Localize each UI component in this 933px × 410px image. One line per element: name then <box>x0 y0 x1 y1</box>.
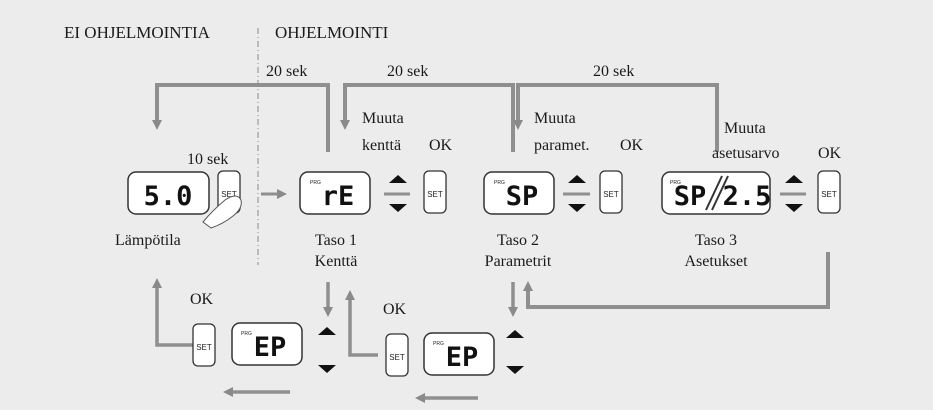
up-down-icon-2[interactable] <box>563 175 590 212</box>
action-kentta: kenttä <box>362 137 401 154</box>
label-level3: Taso 3 <box>695 232 737 249</box>
display-EP-1: PRG EP <box>231 322 303 366</box>
prg-mark: PRG <box>310 180 321 186</box>
svg-text:PRG: PRG <box>494 180 505 186</box>
display-EP-value-2: EP <box>446 342 479 373</box>
action-muuta-2: Muuta <box>534 110 576 127</box>
set-button-bottom-2[interactable]: SET <box>385 333 409 377</box>
timer-20s-1: 20 sek <box>266 63 307 80</box>
return-arrow-level3 <box>523 252 830 309</box>
timer-10s: 10 sek <box>187 151 228 168</box>
timeout-arrows <box>152 83 719 152</box>
timeout-arrow-level3 <box>513 83 719 152</box>
timeout-arrow-level1 <box>152 83 330 152</box>
timer-20s-3: 20 sek <box>593 63 634 80</box>
up-down-icon-5[interactable] <box>506 330 524 374</box>
action-paramet: paramet. <box>534 137 590 154</box>
ok-label-2: OK <box>620 137 644 154</box>
ok-label-3: OK <box>818 145 842 162</box>
label-field: Kenttä <box>315 253 358 270</box>
label-parameters: Parametrit <box>485 253 552 270</box>
label-level2: Taso 2 <box>497 232 539 249</box>
display-SP-value: SP <box>506 181 539 212</box>
svg-text:SET: SET <box>196 343 212 352</box>
display-EP-2: PRG EP <box>423 332 495 376</box>
header-no-programming: EI OHJELMOINTIA <box>64 23 211 42</box>
ok-label-bottom-2: OK <box>383 301 407 318</box>
svg-text:SET: SET <box>427 190 443 199</box>
up-down-icon-3[interactable] <box>780 175 806 212</box>
svg-text:SET: SET <box>821 190 837 199</box>
label-settings: Asetukset <box>684 253 748 270</box>
timeout-arrow-level2 <box>340 83 515 152</box>
display-SP: PRG SP <box>483 171 555 215</box>
display-setpoint-value: 2.5 <box>723 181 772 212</box>
display-SP3-value: SP <box>674 181 707 212</box>
svg-text:SET: SET <box>603 190 619 199</box>
svg-text:PRG: PRG <box>670 180 681 186</box>
label-level1: Taso 1 <box>315 232 357 249</box>
display-SP-value-pair: PRG SP 2.5 <box>661 171 772 215</box>
label-temperature: Lämpötila <box>115 232 181 249</box>
set-button-bottom-1[interactable]: SET <box>192 323 216 367</box>
svg-text:PRG: PRG <box>241 331 252 337</box>
up-down-icon-1[interactable] <box>384 175 410 212</box>
set-button-level2[interactable]: SET <box>599 170 623 214</box>
finger-icon <box>202 195 242 229</box>
up-arrow-level1 <box>345 290 378 357</box>
ok-label-1: OK <box>429 137 453 154</box>
svg-text:SET: SET <box>389 353 405 362</box>
set-button-label: SET <box>221 190 237 199</box>
set-button-level3[interactable]: SET <box>817 170 841 214</box>
up-down-icon-4[interactable] <box>318 327 336 373</box>
action-asetusarvo: asetusarvo <box>712 145 780 162</box>
set-button-level1[interactable]: SET <box>423 170 447 214</box>
ok-label-bottom-1: OK <box>190 291 214 308</box>
temperature-display: 5.0 <box>127 171 210 215</box>
up-arrow-temp <box>152 278 193 347</box>
header-programming: OHJELMOINTI <box>275 23 389 42</box>
timer-20s-2: 20 sek <box>387 63 428 80</box>
action-muuta-1: Muuta <box>362 110 404 127</box>
display-EP-value-1: EP <box>254 332 287 363</box>
display-rE: PRG rE <box>299 171 371 215</box>
display-rE-value: rE <box>322 181 355 212</box>
action-muuta-3: Muuta <box>724 120 766 137</box>
temperature-value: 5.0 <box>144 181 193 212</box>
svg-text:PRG: PRG <box>433 341 444 347</box>
